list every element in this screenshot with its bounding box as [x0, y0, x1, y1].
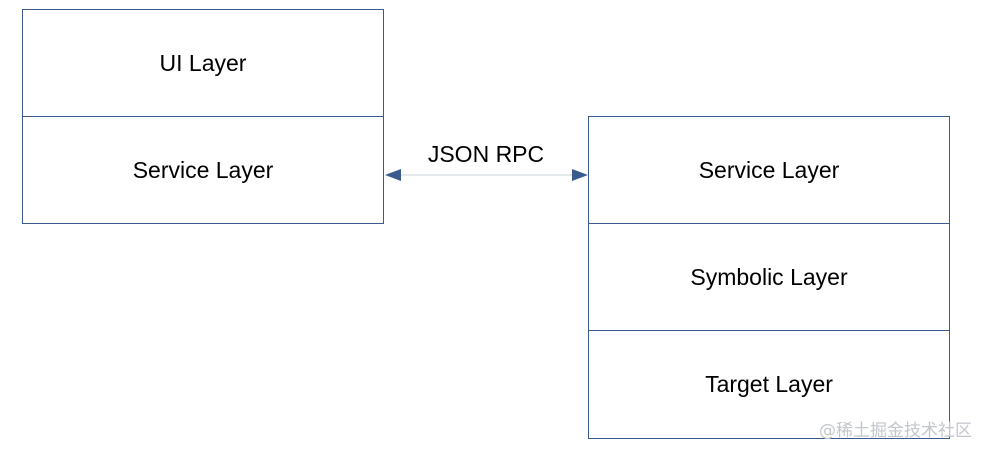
right-arrowhead-icon — [572, 169, 588, 181]
client-layer-stack: UI Layer Service Layer — [22, 9, 384, 224]
left-arrowhead-icon — [385, 169, 401, 181]
server-layer-stack: Service Layer Symbolic Layer Target Laye… — [588, 116, 950, 439]
watermark: @稀土掘金技术社区 — [819, 421, 972, 441]
target-layer-box: Target Layer — [705, 371, 833, 397]
client-service-layer-box: Service Layer — [132, 157, 274, 183]
connector-label: JSON RPC — [427, 141, 545, 167]
server-service-layer-box: Service Layer — [589, 117, 949, 224]
symbolic-layer-box: Symbolic Layer — [589, 224, 949, 331]
ui-layer-box: UI Layer — [23, 10, 383, 117]
